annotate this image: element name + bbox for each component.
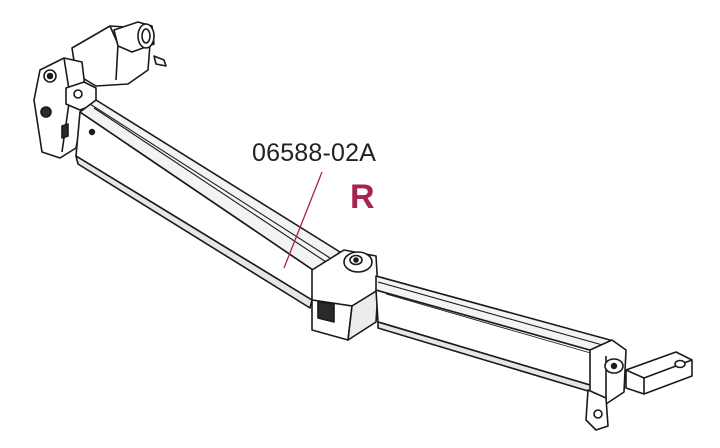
- upper-arm: [75, 99, 341, 309]
- end-fitting: [585, 339, 693, 431]
- top-bracket: [33, 21, 167, 159]
- side-marker-label: R: [350, 178, 375, 216]
- lower-arm: [375, 275, 611, 395]
- part-number-leader: [283, 171, 323, 269]
- part-number-label: 06588-02A: [252, 139, 377, 167]
- elbow-joint: [311, 249, 379, 341]
